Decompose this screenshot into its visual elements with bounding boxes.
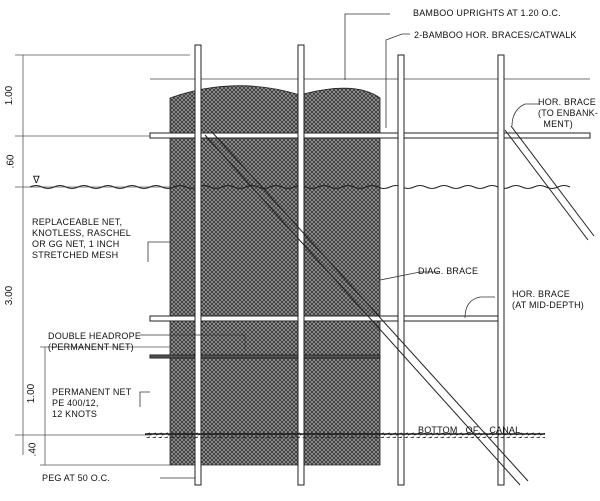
bamboo-uprights [194,44,505,486]
label-bamboo-uprights: BAMBOO UPRIGHTS AT 1.20 O.C. [413,8,561,18]
label-hor-brace-embankment: HOR. BRACE (TO ENBANK- MENT) [538,97,599,129]
label-double-headrope: DOUBLE HEADROPE (PERMANENT NET) [48,331,142,352]
label-permanent-net: PERMANENT NET PE 400/12, 12 KNOTS [52,387,132,419]
dimension-1-00-bottom: 1.00 [26,383,38,404]
label-replaceable-net: REPLACEABLE NET, KNOTLESS, RASCHEL OR GG… [32,217,131,260]
label-hor-brace-mid-depth: HOR. BRACE (AT MID-DEPTH) [512,289,584,310]
dimension-0-60: .60 [5,154,17,169]
horizontal-braces [149,132,591,359]
label-bottom-of-canal: BOTTOM OF CANAL [418,425,521,435]
dimension-0-40: .40 [27,442,39,457]
label-hor-braces-catwalk: 2-BAMBOO HOR. BRACES/CATWALK [414,30,577,40]
water-level-symbol: ∇ [33,175,40,186]
leader-lines [139,13,540,479]
dimension-3-00: 3.00 [4,285,16,306]
label-diag-brace: DIAG. BRACE [418,266,479,276]
dimension-1-00-top: 1.00 [4,85,16,106]
diagonal-braces [204,125,595,486]
canal-bottom [145,432,545,438]
dimension-lines [15,54,190,466]
label-peg: PEG AT 50 O.C. [42,473,110,483]
